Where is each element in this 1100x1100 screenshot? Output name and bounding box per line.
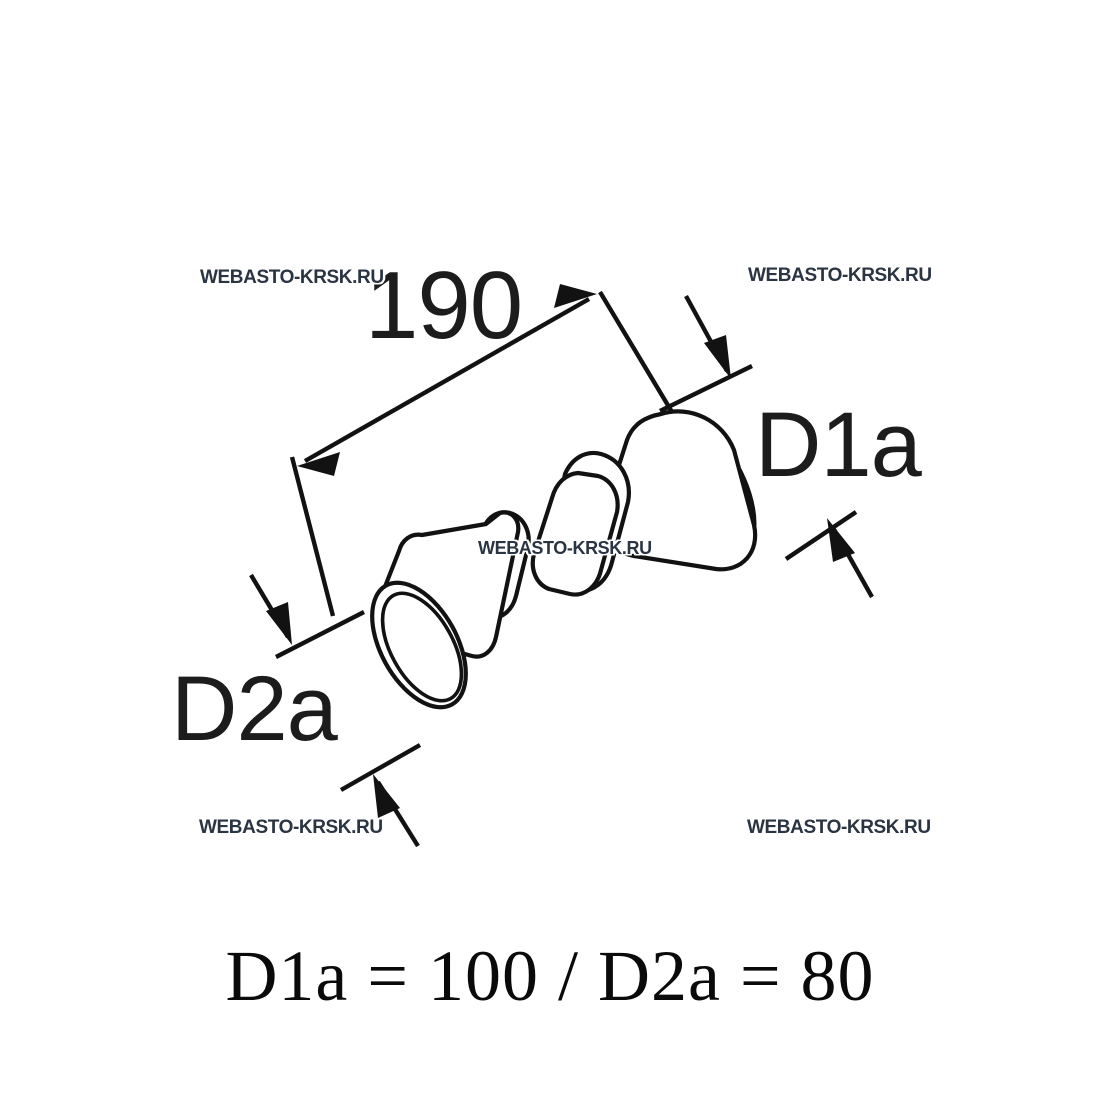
- d1a-upper-arrowhead: [704, 335, 731, 379]
- dimension-diameter-d2a: [249, 573, 422, 848]
- d1a-lower-tick: [784, 510, 858, 561]
- dimension-line-190: [303, 297, 591, 463]
- d2a-upper-arrowhead: [266, 602, 292, 645]
- small-end-outer-rim: [370, 580, 468, 710]
- watermark-bottom-right: WEBASTO-KRSK.RU: [747, 817, 931, 838]
- watermark-bottom-left: WEBASTO-KRSK.RU: [199, 817, 383, 838]
- body-large-section: [601, 409, 758, 572]
- part-reducer-duct: [370, 409, 758, 710]
- watermark-top-left: WEBASTO-KRSK.RU: [200, 267, 384, 288]
- extension-line-small-end: [289, 456, 336, 617]
- watermark-top-right: WEBASTO-KRSK.RU: [748, 265, 932, 286]
- caption-dimension-values: D1a = 100 / D2a = 80: [225, 936, 875, 1016]
- label-diameter-d1a: D1a: [755, 394, 923, 496]
- body-middle-cone: [530, 470, 620, 597]
- dimension-length-190: [289, 284, 674, 617]
- label-diameter-d2a: D2a: [171, 658, 339, 760]
- d2a-lower-tick: [339, 743, 422, 792]
- label-length-190: 190: [365, 252, 522, 359]
- small-end-inner-bore: [380, 591, 464, 703]
- extension-line-large-end: [598, 290, 674, 414]
- d2a-lower-arrowhead: [373, 774, 400, 818]
- d1a-upper-tick: [659, 364, 753, 413]
- d2a-upper-tick: [274, 610, 366, 659]
- dimension-diameter-d1a: [659, 294, 874, 599]
- watermark-center: WEBASTO-KRSK.RU: [478, 538, 652, 558]
- arrowhead-right: [554, 284, 597, 308]
- arrowhead-left: [297, 452, 340, 476]
